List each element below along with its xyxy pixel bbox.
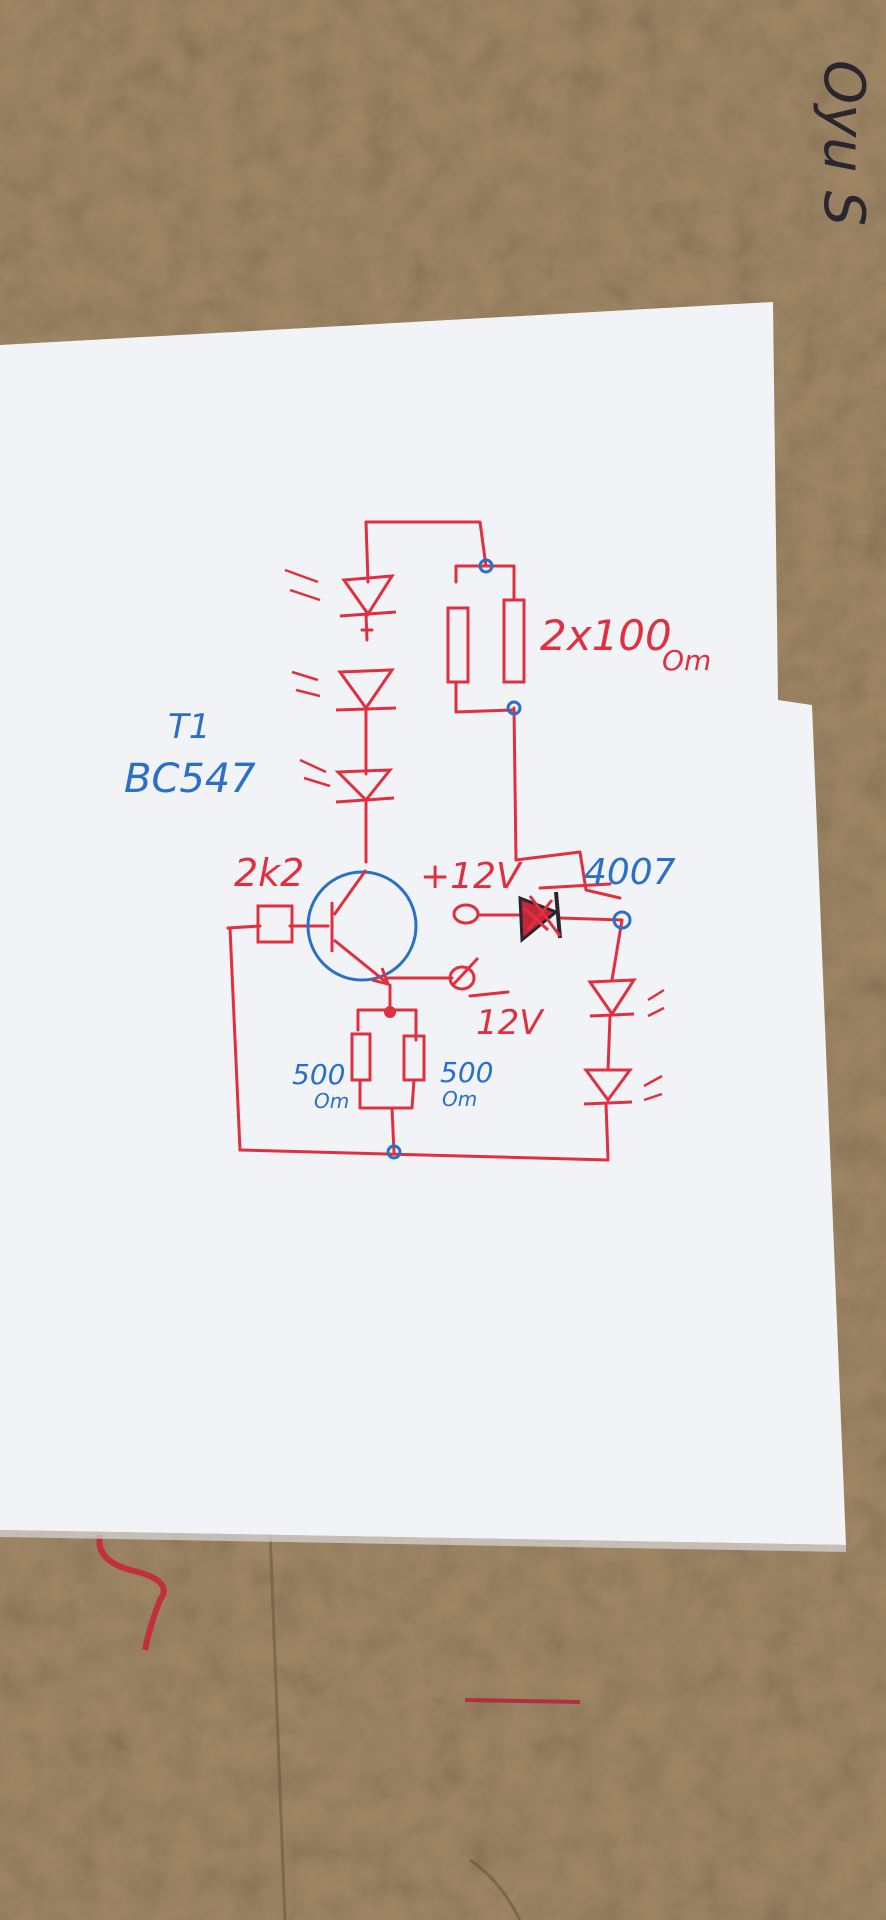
- cardboard-red-dash: [464, 1698, 581, 1704]
- wire-left: [228, 926, 242, 1152]
- minus-bar: [468, 990, 510, 998]
- label-bc547: BC547: [124, 756, 256, 802]
- cardboard-crease: [268, 1529, 287, 1920]
- led-icon: [583, 1068, 663, 1106]
- cardboard-red-mark: [96, 1534, 167, 1651]
- label-2x100: 2x100: [540, 611, 672, 660]
- wire-r500-bottom: [358, 1078, 416, 1110]
- resistor-icon: [256, 904, 294, 944]
- wire-top: [364, 520, 488, 584]
- led-1: [284, 568, 397, 618]
- junction-dot-icon: [386, 1144, 402, 1160]
- wire-right-col3: [604, 1102, 610, 1160]
- diode-icon: [518, 891, 562, 944]
- led-icon: [291, 668, 397, 712]
- label-2x100-unit: Om: [662, 644, 711, 677]
- diode-4007: [518, 891, 562, 944]
- wire-base-res: [226, 924, 262, 930]
- label-minus-12v: 12V: [476, 1003, 545, 1043]
- transistor-t1: [306, 869, 418, 987]
- transistor-emitter-arrow: [371, 967, 391, 987]
- terminals: [448, 903, 480, 991]
- wire-rpair-top: [454, 564, 516, 602]
- base-resistor: [256, 904, 294, 944]
- label-500-right: 500: [440, 1056, 493, 1089]
- emitter-resistors: [350, 1032, 426, 1082]
- resistor-icon: [502, 598, 526, 684]
- led-icon: [299, 758, 395, 804]
- paper-shadow: [0, 1530, 846, 1552]
- led-icon: [587, 978, 665, 1018]
- resistor-pair-top: [446, 598, 526, 684]
- wire-right-col1: [610, 918, 624, 982]
- led-2: [291, 668, 397, 712]
- label-t1: T1: [168, 707, 210, 747]
- terminal-icon: [448, 965, 476, 991]
- corner-scribble-text: Oyu S: [811, 60, 876, 226]
- led-4: [587, 978, 665, 1018]
- circuit-wires: [226, 520, 624, 1162]
- wire-rpair-down: [512, 706, 622, 900]
- junction-dot-icon: [478, 558, 494, 574]
- wire-bottom-bus: [238, 1148, 610, 1162]
- junction-dots: [386, 558, 632, 1160]
- corner-scribble: Oyu S: [811, 60, 876, 226]
- wire-right-col2: [606, 1014, 612, 1072]
- resistor-icon: [350, 1032, 372, 1082]
- resistor-icon: [402, 1034, 426, 1082]
- led-3: [299, 758, 395, 804]
- label-4007: 4007: [584, 852, 676, 893]
- transistor-collector: [332, 869, 368, 916]
- wire-rpair-bottom: [454, 680, 514, 714]
- labels: T1 BC547 2k2 2x100 Om +12V 12V 4007 500 …: [124, 611, 711, 1113]
- cardboard-crease-2: [469, 1858, 522, 1920]
- label-plus-12v: +12V: [420, 856, 523, 897]
- wire-diode-top: [538, 882, 612, 890]
- transistor-emitter: [333, 938, 387, 984]
- wire-diode-right: [558, 916, 624, 922]
- wire-led1-led2: [360, 612, 374, 642]
- terminal-icon: [452, 903, 480, 925]
- led-5: [583, 1068, 663, 1106]
- resistor-icon: [446, 606, 470, 684]
- transistor-icon: [306, 870, 418, 982]
- led-icon: [284, 568, 397, 618]
- junction-dot-icon: [506, 700, 522, 716]
- label-2k2: 2k2: [234, 851, 304, 895]
- label-500-left: 500: [292, 1058, 345, 1091]
- label-500-right-unit: Om: [442, 1087, 477, 1111]
- junction-dot-icon: [612, 910, 632, 930]
- label-500-left-unit: Om: [314, 1089, 349, 1113]
- junction-dot-red: [384, 1006, 396, 1018]
- paper-sheet: [0, 302, 846, 1545]
